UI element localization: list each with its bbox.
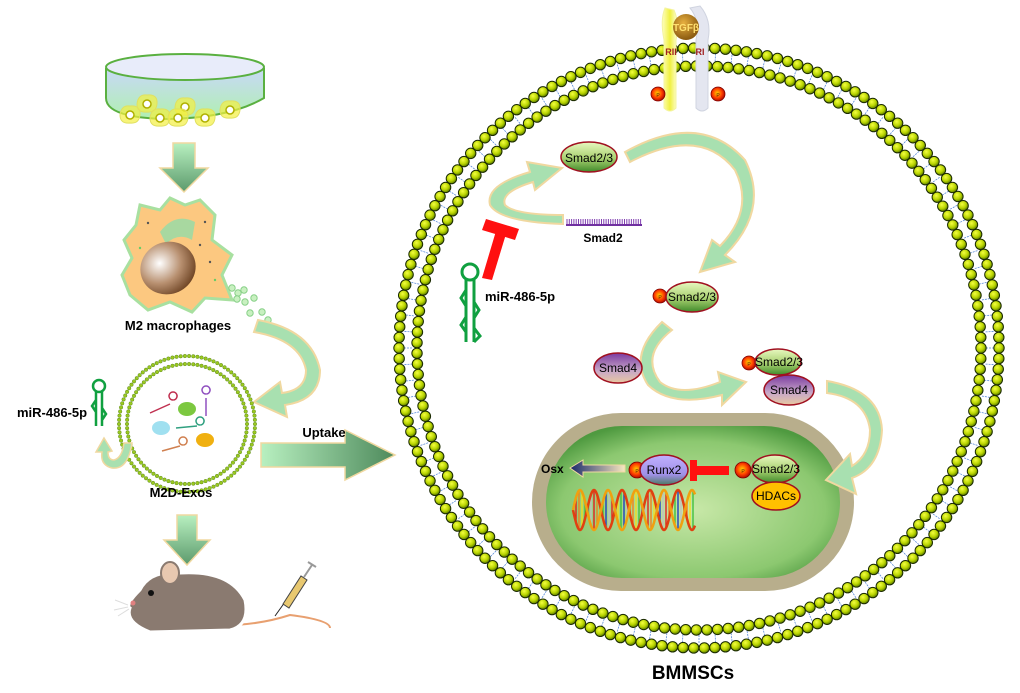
svg-text:P: P — [716, 93, 720, 99]
tgfb-ligand — [673, 14, 699, 40]
uptake-label: Uptake — [302, 425, 345, 440]
mirna-label-exosome: miR-486-5p — [17, 405, 87, 420]
exosome-label: M2D-Exos — [150, 485, 213, 500]
svg-text:P: P — [741, 469, 745, 475]
mouse — [113, 561, 331, 634]
dna-helix — [571, 488, 697, 532]
m2d-exosome — [116, 354, 257, 494]
tgfb-receptor: TGFβ RII RI P P — [650, 5, 726, 112]
syringe — [274, 561, 317, 617]
runx2: P Runx2 — [628, 454, 689, 486]
svg-text:Runx2: Runx2 — [647, 463, 682, 477]
svg-text:P: P — [747, 362, 751, 368]
svg-text:P: P — [656, 93, 660, 99]
svg-text:Smad2/3: Smad2/3 — [565, 151, 613, 165]
arrow-dish-to-macrophage — [158, 142, 210, 194]
svg-text:Smad2/3: Smad2/3 — [755, 355, 803, 369]
phospho-smad23: P Smad2/3 — [652, 281, 719, 313]
arrow-mirna-release — [94, 436, 133, 469]
tgfb-ligand-label: TGFβ — [673, 23, 699, 34]
runx2-inhibition-bar — [690, 460, 729, 481]
receptor-ii-label: RII — [665, 47, 677, 57]
cultured-cells — [119, 94, 241, 127]
macrophage-label: M2 macrophages — [125, 318, 231, 333]
phospho-receptor-right: P — [710, 86, 726, 102]
smad2-mrna-label: Smad2 — [583, 231, 623, 245]
arrow-smad-translocation — [623, 131, 755, 274]
osx-label: Osx — [541, 462, 564, 476]
receptor-i-label: RI — [696, 47, 705, 57]
svg-text:Smad2/3: Smad2/3 — [752, 462, 800, 476]
svg-text:Smad4: Smad4 — [599, 361, 637, 375]
osx-arrow — [569, 459, 626, 478]
smad23-smad4-complex: P Smad2/3 Smad4 — [741, 348, 815, 406]
svg-text:P: P — [658, 295, 662, 301]
uptake-arrow — [260, 428, 397, 482]
arrow-nuclear-import — [824, 379, 884, 496]
cell-label: BMMSCs — [652, 663, 734, 684]
svg-text:P: P — [635, 469, 639, 475]
m2-macrophage — [120, 196, 235, 314]
secreted-exosomes — [228, 284, 272, 324]
arrow-macrophage-to-exosome — [252, 318, 322, 419]
smad23-hdacs-complex: P Smad2/3 HDACs — [734, 454, 801, 511]
exosome-cargo — [149, 385, 214, 452]
cell-membrane — [393, 42, 1005, 654]
smad2-mrna — [566, 219, 642, 226]
smad4-free: Smad4 — [593, 352, 643, 384]
arrow-complex-formation — [639, 320, 748, 408]
svg-text:Smad4: Smad4 — [770, 383, 808, 397]
phospho-receptor-left: P — [650, 86, 666, 102]
smad23-cytoplasm: Smad2/3 — [560, 141, 618, 173]
arrow-smad2-translation — [488, 160, 565, 226]
svg-text:Smad2/3: Smad2/3 — [668, 290, 716, 304]
svg-text:HDACs: HDACs — [756, 489, 796, 503]
mirna-label-cell: miR-486-5p — [485, 289, 555, 304]
mirna-inhibition-bar — [482, 219, 519, 280]
arrow-exosome-to-mouse — [162, 514, 212, 567]
mirna-hairpin-exosome — [90, 378, 108, 426]
mirna-hairpin-cell — [459, 262, 482, 344]
